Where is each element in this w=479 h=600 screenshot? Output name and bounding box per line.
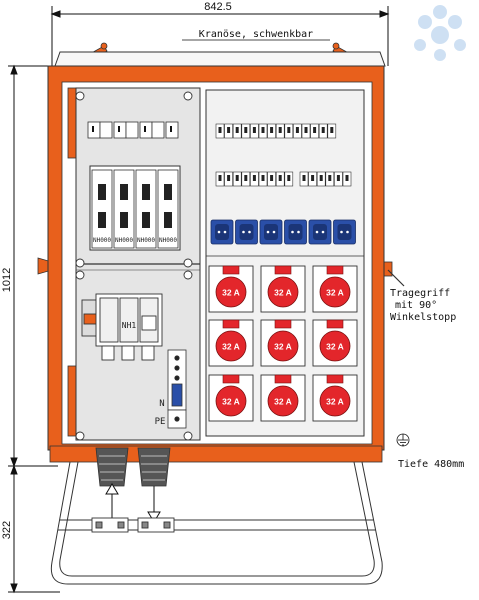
- mid-right-breaker-3: [316, 171, 326, 187]
- nh-fuse-holders: [89, 165, 181, 251]
- top-breaker-5: [250, 123, 259, 139]
- schuko-socket-6: [333, 219, 356, 245]
- cee-socket-5: 32 A: [260, 319, 306, 367]
- cee-socket-label: 32 A: [222, 288, 240, 298]
- cee-socket-label: 32 A: [326, 342, 344, 352]
- terminal-block-pe: [167, 409, 187, 429]
- cee-socket-grid: 32 A 32 A 32 A 32 A 32 A 32 A 32 A 32 A 32 A: [208, 265, 358, 422]
- top-breaker-9: [284, 123, 294, 139]
- top-breaker-10: [293, 123, 302, 139]
- top-breaker-3: [232, 123, 242, 139]
- breaker-row-left: [87, 121, 179, 139]
- mid-left-breaker-5: [250, 171, 259, 187]
- mid-left-breaker-4: [241, 171, 251, 187]
- top-breaker-11: [301, 123, 311, 139]
- crane-eye-label: Kranöse, schwenkbar: [199, 29, 313, 40]
- cee-socket-8: 32 A: [260, 374, 306, 422]
- cee-socket-2: 32 A: [260, 265, 306, 313]
- main-switch: [81, 293, 163, 361]
- cee-socket-1: 32 A: [208, 265, 254, 313]
- handle-right: [381, 261, 405, 287]
- cee-socket-label: 32 A: [274, 342, 292, 352]
- nh-fuse-label-3: NH000: [137, 237, 155, 244]
- mid-left-breaker-3: [232, 171, 242, 187]
- main-switch-label: NH1: [122, 321, 137, 330]
- mid-left-breaker-1: [215, 171, 225, 187]
- top-breaker-4: [241, 123, 251, 139]
- schuko-socket-2: [235, 219, 258, 245]
- cee-socket-4: 32 A: [208, 319, 254, 367]
- cable-glands: [95, 447, 171, 487]
- cee-socket-7: 32 A: [208, 374, 254, 422]
- cee-socket-label: 32 A: [222, 397, 240, 407]
- handle-label-line3: Winkelstopp: [390, 312, 456, 323]
- mid-left-breaker-6: [258, 171, 268, 187]
- top-breaker-6: [258, 123, 268, 139]
- cee-socket-3: 32 A: [312, 265, 358, 313]
- terminal-n-label: N: [159, 399, 164, 409]
- cee-socket-label: 32 A: [326, 288, 344, 298]
- cee-socket-9: 32 A: [312, 374, 358, 422]
- mid-right-breaker-4: [325, 171, 335, 187]
- cee-socket-label: 32 A: [274, 397, 292, 407]
- breaker-row-top: [215, 123, 337, 139]
- cee-socket-label: 32 A: [222, 342, 240, 352]
- height-dimension: [8, 64, 58, 468]
- height-dimension-label: 1012: [1, 268, 13, 292]
- schuko-socket-row: [210, 219, 356, 245]
- mid-left-breaker-7: [267, 171, 276, 187]
- mid-right-breaker-2: [308, 171, 317, 187]
- frame-height-label: 322: [1, 521, 13, 539]
- panel-screws: [75, 91, 193, 441]
- depth-label: Tiefe 480mm: [398, 459, 464, 470]
- mid-left-breaker-9: [284, 171, 294, 187]
- top-breaker-13: [318, 123, 328, 139]
- schuko-socket-5: [308, 219, 332, 245]
- handle-label-line1: Tragegriff: [390, 288, 450, 299]
- width-dimension: [50, 6, 390, 66]
- top-breaker-2: [224, 123, 233, 139]
- handle-label-line2: mit 90°: [395, 300, 437, 311]
- cee-socket-label: 32 A: [274, 288, 292, 298]
- top-breaker-7: [267, 123, 276, 139]
- cee-socket-label: 32 A: [326, 397, 344, 407]
- terminal-block-n: [167, 349, 187, 411]
- width-dimension-label: 842.5: [204, 1, 232, 13]
- earth-symbol-icon: [396, 433, 410, 447]
- top-breaker-14: [327, 123, 337, 139]
- breaker-row-middle-right: [299, 171, 352, 187]
- mid-left-breaker-8: [275, 171, 285, 187]
- stand-clamps: [91, 517, 175, 533]
- schuko-socket-4: [284, 219, 307, 245]
- top-breaker-8: [275, 123, 285, 139]
- watermark-logo: [414, 5, 466, 61]
- top-breaker-12: [310, 123, 319, 139]
- roof-cover: [54, 51, 386, 67]
- terminal-pe-label: PE: [155, 417, 166, 427]
- cee-socket-6: 32 A: [312, 319, 358, 367]
- breaker-row-middle-left: [215, 171, 294, 187]
- schuko-socket-3: [259, 219, 283, 245]
- frame-height-dimension: [8, 464, 60, 594]
- mid-right-breaker-5: [334, 171, 343, 187]
- nh-fuse-label-2: NH000: [115, 237, 133, 244]
- mid-right-breaker-1: [299, 171, 309, 187]
- nh-fuse-label-1: NH000: [93, 237, 111, 244]
- top-breaker-1: [215, 123, 225, 139]
- mid-left-breaker-2: [224, 171, 233, 187]
- schuko-socket-1: [210, 219, 234, 245]
- mid-right-breaker-6: [342, 171, 352, 187]
- nh-fuse-label-4: NH000: [159, 237, 177, 244]
